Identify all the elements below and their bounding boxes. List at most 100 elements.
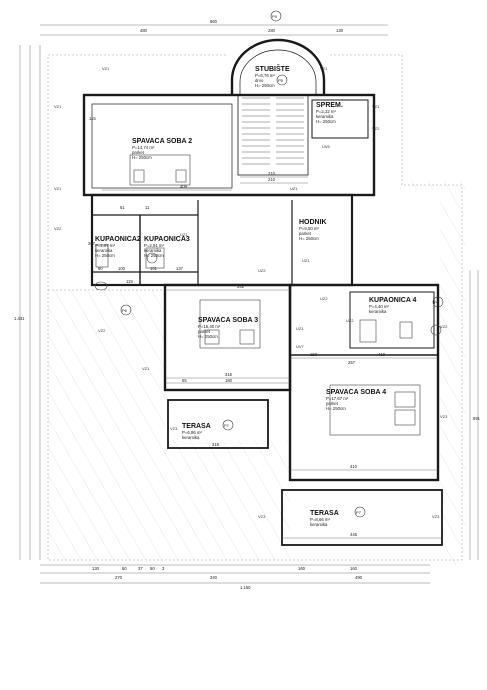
opening-label: VZ2 [98, 328, 106, 333]
opening-label: UZ2 [258, 268, 266, 273]
opening-label: VZ3 [258, 514, 266, 519]
room-name: TERASA [310, 510, 339, 517]
dim-top-total: 860 [210, 19, 218, 24]
dim-right-total: 891 [473, 416, 481, 421]
room-floor: keramika [369, 309, 387, 314]
dim-bottom-r1-3: 37 [138, 566, 143, 571]
opening-label: VZ3 [440, 414, 448, 419]
room-name: STUBIŠTE [255, 64, 290, 73]
opening-label: VZ2 [440, 324, 448, 329]
opening-label: UZ1 [290, 186, 298, 191]
opening-label: UZ2 [346, 318, 354, 323]
dim-bottom-r1-6: 160 [298, 566, 306, 571]
inner-dimensions: 409 210 210 242 316 180 65 153 410 257 4… [88, 116, 386, 537]
room-area: P=9,50 m² [299, 226, 320, 231]
room-floor: keramika [316, 114, 334, 119]
dim-242: 242 [237, 284, 245, 289]
room-name: KUPAONICA2 [95, 236, 141, 243]
dim-bottom-r1-2: 50 [122, 566, 127, 571]
room-kupaonica-3: KUPAONICA3 P=2,91 m² keramika H= 250cm [144, 236, 190, 258]
opening-label: UV6 [322, 144, 331, 149]
room-area: P=17,67 m² [326, 396, 349, 401]
dim-bottom-r2-3: 490 [355, 575, 363, 580]
dim-bottom-r1-5: 3 [162, 566, 165, 571]
room-floor: keramika [310, 522, 328, 527]
room-floor: keramika [144, 248, 162, 253]
room-floor: parket [132, 150, 145, 155]
dim-318: 318 [212, 442, 220, 447]
room-area: P=16,40 m² [198, 324, 221, 329]
room-name: SPAVACA SOBA 3 [198, 317, 258, 324]
room-floor: drvo [255, 78, 264, 83]
dim-bottom-r1-7: 160 [350, 566, 358, 571]
room-floor: parket [198, 329, 211, 334]
room-spavaca-soba-4: SPAVACA SOBA 4 P=17,67 m² parket H= 250c… [326, 389, 386, 411]
dim-316: 316 [225, 372, 233, 377]
dim-left-total: 1.431 [14, 316, 25, 321]
dim-bottom-r2-1: 270 [115, 575, 123, 580]
room-spavaca-soba-3: SPAVACA SOBA 3 P=16,40 m² parket H= 250c… [198, 317, 258, 339]
stair-treads [242, 97, 304, 165]
opening-label: VZ1 [142, 366, 150, 371]
room-name: KUPAONICA 4 [369, 297, 417, 304]
dim-65: 65 [182, 378, 187, 383]
svg-text:P7: P7 [356, 510, 362, 515]
dim-top-3: 130 [336, 28, 344, 33]
marker-p7-a: P7 [222, 419, 234, 431]
overall-dimensions: 860 480 280 130 1.150 270 340 490 130 50… [14, 19, 481, 590]
room-area: P=2,97 m² [95, 243, 116, 248]
svg-text:P7: P7 [224, 423, 230, 428]
dim-bottom-r1-4: 50 [150, 566, 155, 571]
room-height: H= 250cm [255, 83, 275, 88]
dim-409: 409 [180, 184, 188, 189]
opening-label: UZ2 [320, 296, 328, 301]
opening-label: UV7 [296, 344, 305, 349]
opening-label: VZ2 [372, 126, 380, 131]
room-hodnik: HODNIK P=9,50 m² parket H= 250cm [299, 219, 327, 241]
room-floor: keramika [95, 248, 113, 253]
opening-label: VZ3 [170, 426, 178, 431]
dim-410a: 410 [378, 352, 386, 357]
room-stubiste: STUBIŠTE P=6,76 m² drvo H= 250cm [255, 64, 290, 88]
room-area: P=8,66 m² [310, 517, 331, 522]
opening-label: VZ1 [54, 186, 62, 191]
marker-p9: P9 [270, 10, 282, 22]
room-name: SPREM. [316, 102, 343, 109]
marker-p6-right: P6 [432, 296, 444, 308]
room-floor: keramika [182, 435, 200, 440]
room-kupaonica-2: KUPAONICA2 P=2,97 m² keramika H= 250cm [95, 236, 141, 258]
room-kupaonica-4: KUPAONICA 4 P=4,40 m² keramika [369, 297, 417, 314]
opening-label: VZ2 [54, 226, 62, 231]
dim-bottom-total: 1.150 [240, 585, 251, 590]
room-height: H= 250cm [132, 155, 152, 160]
dim-100: 100 [118, 266, 126, 271]
room-name: HODNIK [299, 219, 327, 226]
room-terasa-2: TERASA P=8,66 m² keramika [310, 510, 339, 527]
room-height: H= 250cm [144, 253, 164, 258]
room-floor: parket [299, 231, 312, 236]
furniture [94, 154, 442, 436]
dim-410b: 410 [350, 464, 358, 469]
dim-119: 119 [126, 279, 133, 284]
roof-hatch-areas [48, 180, 465, 565]
dim-445: 445 [350, 532, 358, 537]
svg-text:P9: P9 [272, 14, 278, 19]
svg-text:P5: P5 [278, 78, 284, 83]
dim-bottom-r2-2: 340 [210, 575, 218, 580]
room-spavaca-soba-2: SPAVACA SOBA 2 P=14,74 m² parket H= 250c… [132, 138, 192, 160]
opening-label: VZ1 [102, 66, 110, 71]
room-name: KUPAONICA3 [144, 236, 190, 243]
dim-153: 153 [310, 352, 318, 357]
p-markers: P9 P5 P6 P6 P7 P7 [120, 10, 444, 518]
room-height: H= 250cm [316, 119, 336, 124]
room-terasa-1: TERASA P=6,86 m² keramika [182, 423, 211, 440]
marker-p7-b: P7 [354, 506, 366, 518]
dim-207: 207 [88, 241, 96, 246]
dimension-lines [19, 24, 479, 584]
dim-101: 101 [150, 266, 158, 271]
opening-label: VZ1 [372, 104, 380, 109]
marker-p6-left: P6 [120, 304, 132, 316]
dim-11: 11 [145, 205, 150, 210]
dim-61: 61 [120, 205, 125, 210]
dim-137: 137 [176, 266, 184, 271]
